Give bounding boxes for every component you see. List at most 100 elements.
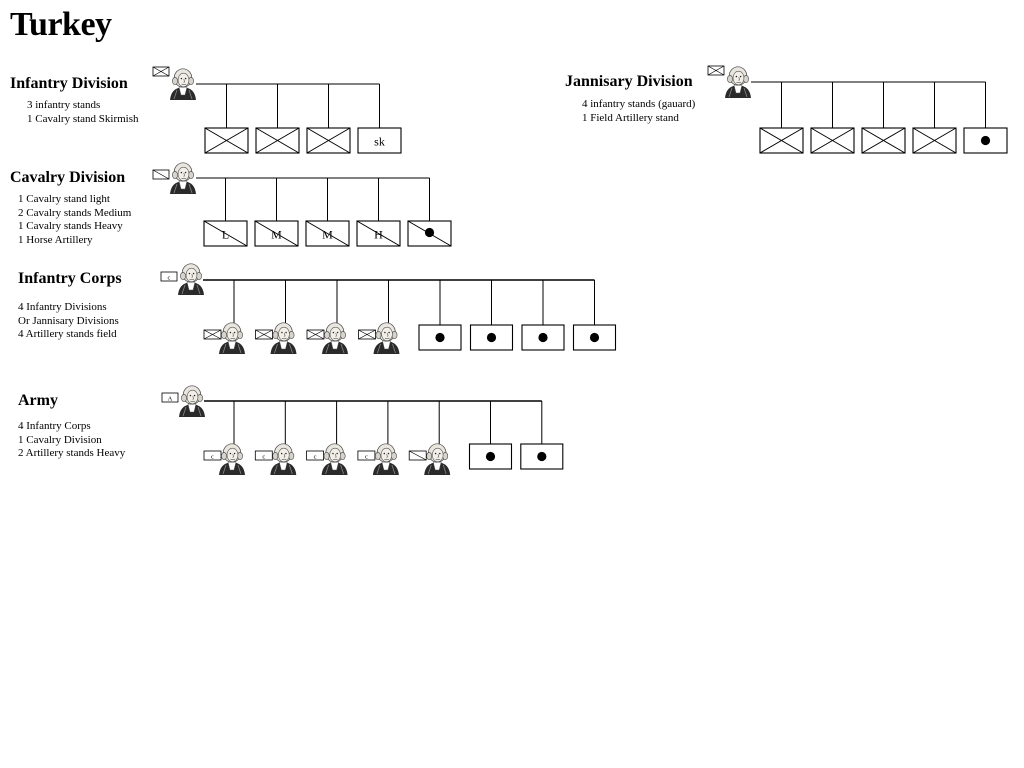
infantry-corps-sub-flag [255, 329, 273, 340]
army-unit-artillery [468, 443, 513, 470]
army-flag: A [161, 392, 179, 403]
portrait-lapel [728, 87, 748, 98]
portrait-face [329, 326, 342, 342]
portrait-lapel [222, 343, 242, 354]
flag-cross [152, 66, 170, 77]
army-commander-icon [179, 385, 205, 417]
infantry-division-commander-icon [170, 68, 196, 100]
army-sub-commander-icon [424, 443, 451, 475]
jannisary-division-unit-infantry [861, 127, 906, 154]
jannisary-division-desc: 4 infantry stands (gauard) 1 Field Artil… [582, 98, 695, 125]
portrait-eye [184, 77, 187, 80]
artillery-dot [537, 451, 547, 462]
infantry-division-unit-infantry [306, 127, 351, 154]
portrait-mouth [333, 337, 339, 339]
portrait-curl [172, 171, 178, 179]
portrait-face [185, 267, 198, 283]
portrait-curl [181, 394, 187, 402]
portrait-face [186, 389, 199, 405]
portrait-curl [172, 77, 178, 85]
portrait-curl [323, 452, 330, 460]
portrait-eye [439, 452, 441, 455]
infantry-division-unit-infantry [204, 127, 249, 154]
portrait-mouth [332, 458, 338, 460]
portrait-eye [180, 171, 183, 174]
portrait-nose [183, 78, 185, 83]
portrait-eye [229, 331, 232, 334]
portrait-face [226, 447, 239, 463]
portrait-lapel [181, 284, 201, 295]
portrait-lapel [173, 89, 193, 100]
infantry-division-desc: 3 infantry stands 1 Cavalry stand Skirmi… [27, 99, 139, 126]
portrait-curl [442, 452, 449, 460]
infantry-corps-sub-commander-icon [322, 322, 348, 354]
cavalry-division-desc: 1 Cavalry stand light 2 Cavalry stands M… [18, 193, 131, 247]
page-title: Turkey [10, 6, 112, 43]
infantry-division-title: Infantry Division [10, 75, 128, 92]
desc-line: 4 infantry stands (gauard) [582, 98, 696, 110]
portrait-curl [339, 452, 346, 460]
infantry-division-block: Infantry Division [10, 75, 128, 93]
jannisary-division-unit-infantry [759, 127, 804, 154]
portrait-eye [285, 331, 287, 334]
infantry-corps-desc: 4 Infantry Divisions Or Jannisary Divisi… [18, 301, 119, 342]
infantry-corps-sub-commander-icon [219, 322, 245, 354]
infantry-cross [810, 127, 855, 154]
infantry-corps-block: Infantry Corps [18, 270, 122, 288]
infantry-corps-unit-artillery [418, 324, 462, 351]
flag-diagonal [152, 169, 170, 180]
portrait-mouth [281, 337, 287, 339]
portrait-face [278, 447, 290, 463]
portrait-curl [426, 452, 433, 460]
unit-label: M [271, 228, 282, 242]
cavalry-division-unit-cavalry: L [203, 220, 248, 247]
flag-letter: c [168, 274, 171, 281]
portrait-curl [375, 331, 382, 339]
artillery-dot [485, 451, 496, 462]
unit-frame [357, 127, 402, 154]
infantry-corps-flag: c [160, 271, 178, 282]
portrait-curl [743, 75, 749, 83]
portrait-mouth [384, 458, 390, 460]
portrait-curl [340, 331, 346, 339]
artillery-dot [538, 332, 548, 343]
portrait-nose [386, 332, 389, 337]
desc-line: 1 Cavalry stands Heavy [18, 220, 123, 233]
portrait-curl [288, 331, 295, 339]
portrait-nose [386, 453, 388, 458]
infantry-cross [204, 127, 249, 154]
desc-line: Or Jannisary Divisions [18, 314, 119, 327]
army-sub-flag: c [254, 450, 273, 461]
flag-cross [203, 329, 222, 340]
portrait-eye [192, 272, 195, 275]
portrait-eye [387, 452, 390, 455]
portrait-eye [233, 331, 236, 334]
flag-box [254, 450, 273, 461]
cavalry-division-flag [152, 169, 170, 180]
portrait-curl [188, 77, 194, 85]
portrait-lapel [273, 464, 293, 475]
portrait-lapel [376, 464, 396, 475]
portrait-curl [288, 452, 295, 460]
unit-label: L [222, 228, 229, 242]
army-sub-commander-icon [270, 443, 297, 475]
portrait-eye [336, 331, 339, 334]
infantry-cross [759, 127, 804, 154]
portrait-lapel [427, 464, 447, 475]
portrait-face [732, 70, 745, 86]
portrait-mouth [736, 81, 742, 83]
infantry-corps-sub-flag [306, 329, 325, 340]
infantry-corps-sub-commander-icon [373, 322, 400, 354]
portrait-eye [193, 394, 196, 397]
portrait-curl [727, 75, 733, 83]
army-sub-commander-icon [321, 443, 348, 475]
portrait-lapel [325, 464, 344, 475]
infantry-division-unit-infantry [255, 127, 300, 154]
portrait-eye [229, 452, 232, 455]
artillery-dot [424, 227, 435, 238]
infantry-cross [306, 127, 351, 154]
infantry-cross [255, 127, 300, 154]
portrait-eye [189, 394, 192, 397]
artillery-dot [589, 332, 600, 343]
portrait-face [432, 447, 444, 463]
